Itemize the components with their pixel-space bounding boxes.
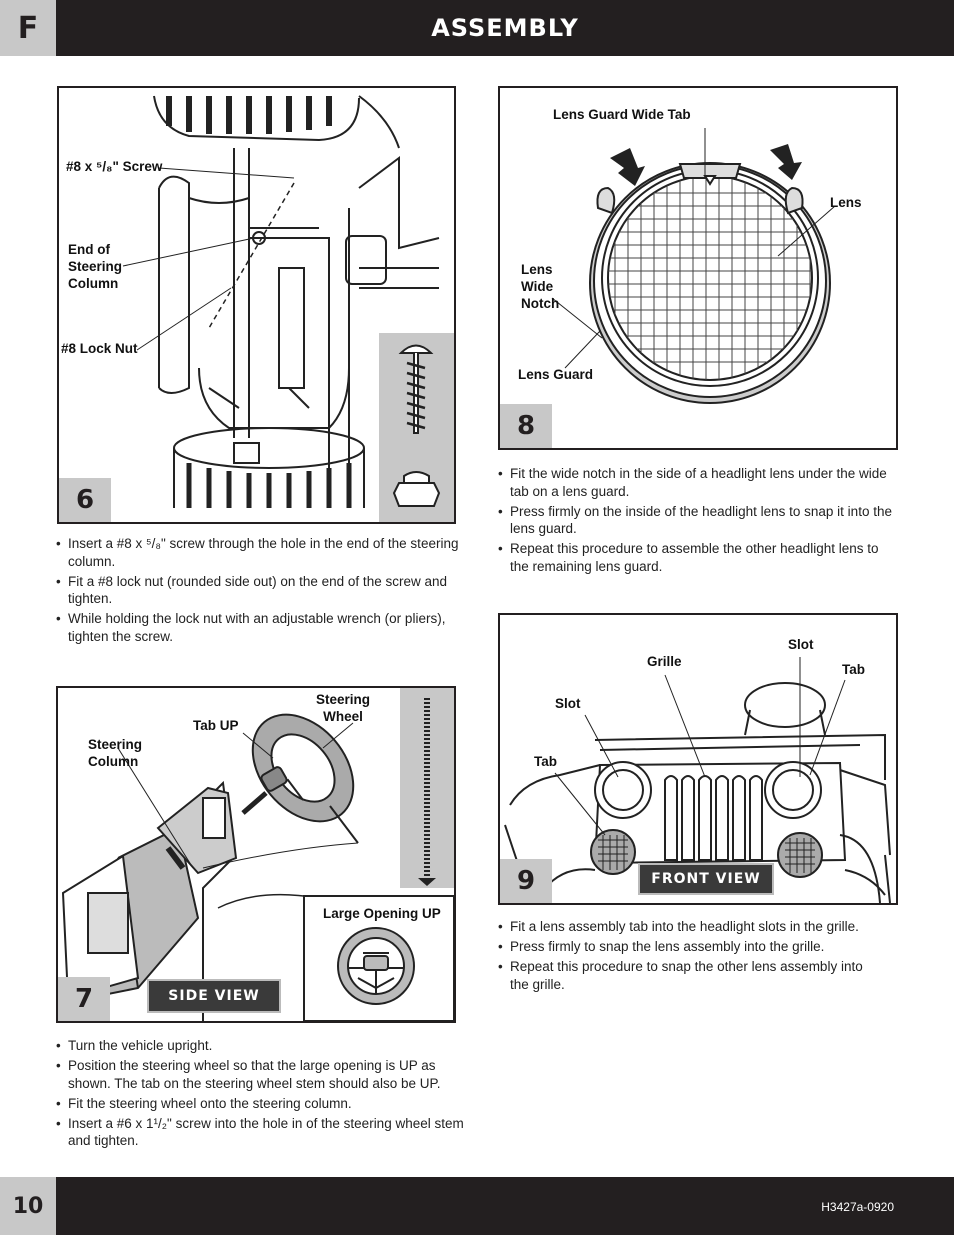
page-number: 10	[0, 1177, 56, 1235]
step6-illustration: #8 x ⁵/₈" Screw End of Steering Column #…	[57, 86, 456, 524]
headlight-lens-drawing	[551, 128, 836, 404]
steering-wheel-drawing	[61, 688, 454, 1021]
list-item: Repeat this procedure to snap the other …	[498, 958, 878, 993]
step7-illustration: Steering Wheel Tab UP Steering Column La…	[56, 686, 456, 1023]
step8-illustration: Lens Guard Wide Tab Lens Lens Wide Notch…	[498, 86, 898, 450]
step9-illustration: Slot Grille Tab Slot Tab FRONT VIEW 9	[498, 613, 898, 905]
list-item: Fit the steering wheel onto the steering…	[56, 1095, 468, 1113]
label-tab-right: Tab	[842, 662, 865, 677]
step-number-8: 8	[500, 404, 552, 448]
label-tab-left: Tab	[534, 754, 557, 769]
label-lens: Lens	[830, 195, 862, 210]
label-tab-up: Tab UP	[193, 718, 239, 733]
list-item: Fit a lens assembly tab into the headlig…	[498, 918, 878, 936]
section-letter: F	[0, 0, 56, 56]
label-screw: #8 x ⁵/₈" Screw	[66, 159, 163, 174]
label-end-of-steering-column: End of Steering Column	[68, 242, 123, 291]
front-grille-drawing	[504, 657, 891, 903]
list-item: Press firmly on the inside of the headli…	[498, 503, 898, 538]
steering-column-drawing	[122, 95, 454, 522]
label-slot-left: Slot	[555, 696, 581, 711]
label-lens-guard-wide-tab: Lens Guard Wide Tab	[553, 107, 691, 122]
front-view-tag: FRONT VIEW	[638, 863, 774, 895]
label-steering-wheel: Steering Wheel	[316, 692, 371, 724]
list-item: Repeat this procedure to assemble the ot…	[498, 540, 898, 575]
step7-instructions: Turn the vehicle upright. Position the s…	[56, 1037, 468, 1152]
label-grille: Grille	[647, 654, 682, 669]
step-number-9: 9	[500, 859, 552, 903]
step6-instructions: Insert a #8 x ⁵/₈" screw through the hol…	[56, 535, 461, 648]
document-code: H3427a-0920	[821, 1200, 894, 1214]
step9-instructions: Fit a lens assembly tab into the headlig…	[498, 918, 878, 996]
list-item: While holding the lock nut with an adjus…	[56, 610, 461, 645]
list-item: Position the steering wheel so that the …	[56, 1057, 468, 1092]
label-slot-top: Slot	[788, 637, 814, 652]
list-item: Fit a #8 lock nut (rounded side out) on …	[56, 573, 461, 608]
list-item: Insert a #8 x ⁵/₈" screw through the hol…	[56, 535, 461, 570]
step-number-7: 7	[58, 977, 110, 1021]
step8-instructions: Fit the wide notch in the side of a head…	[498, 465, 898, 578]
label-lock-nut: #8 Lock Nut	[61, 341, 138, 356]
page-title: ASSEMBLY	[431, 14, 579, 42]
list-item: Fit the wide notch in the side of a head…	[498, 465, 898, 500]
step-number-6: 6	[59, 478, 111, 522]
list-item: Press firmly to snap the lens assembly i…	[498, 938, 878, 956]
label-lens-wide-notch: Lens Wide Notch	[521, 262, 560, 311]
list-item: Insert a #6 x 1¹/₂" screw into the hole …	[56, 1115, 468, 1150]
label-steering-column: Steering Column	[88, 737, 143, 769]
label-lens-guard: Lens Guard	[518, 367, 594, 382]
list-item: Turn the vehicle upright.	[56, 1037, 468, 1055]
page-header: F ASSEMBLY	[0, 0, 954, 56]
side-view-tag: SIDE VIEW	[147, 979, 281, 1013]
label-large-opening: Large Opening UP	[323, 906, 441, 921]
page-footer: 10 H3427a-0920	[0, 1177, 954, 1235]
